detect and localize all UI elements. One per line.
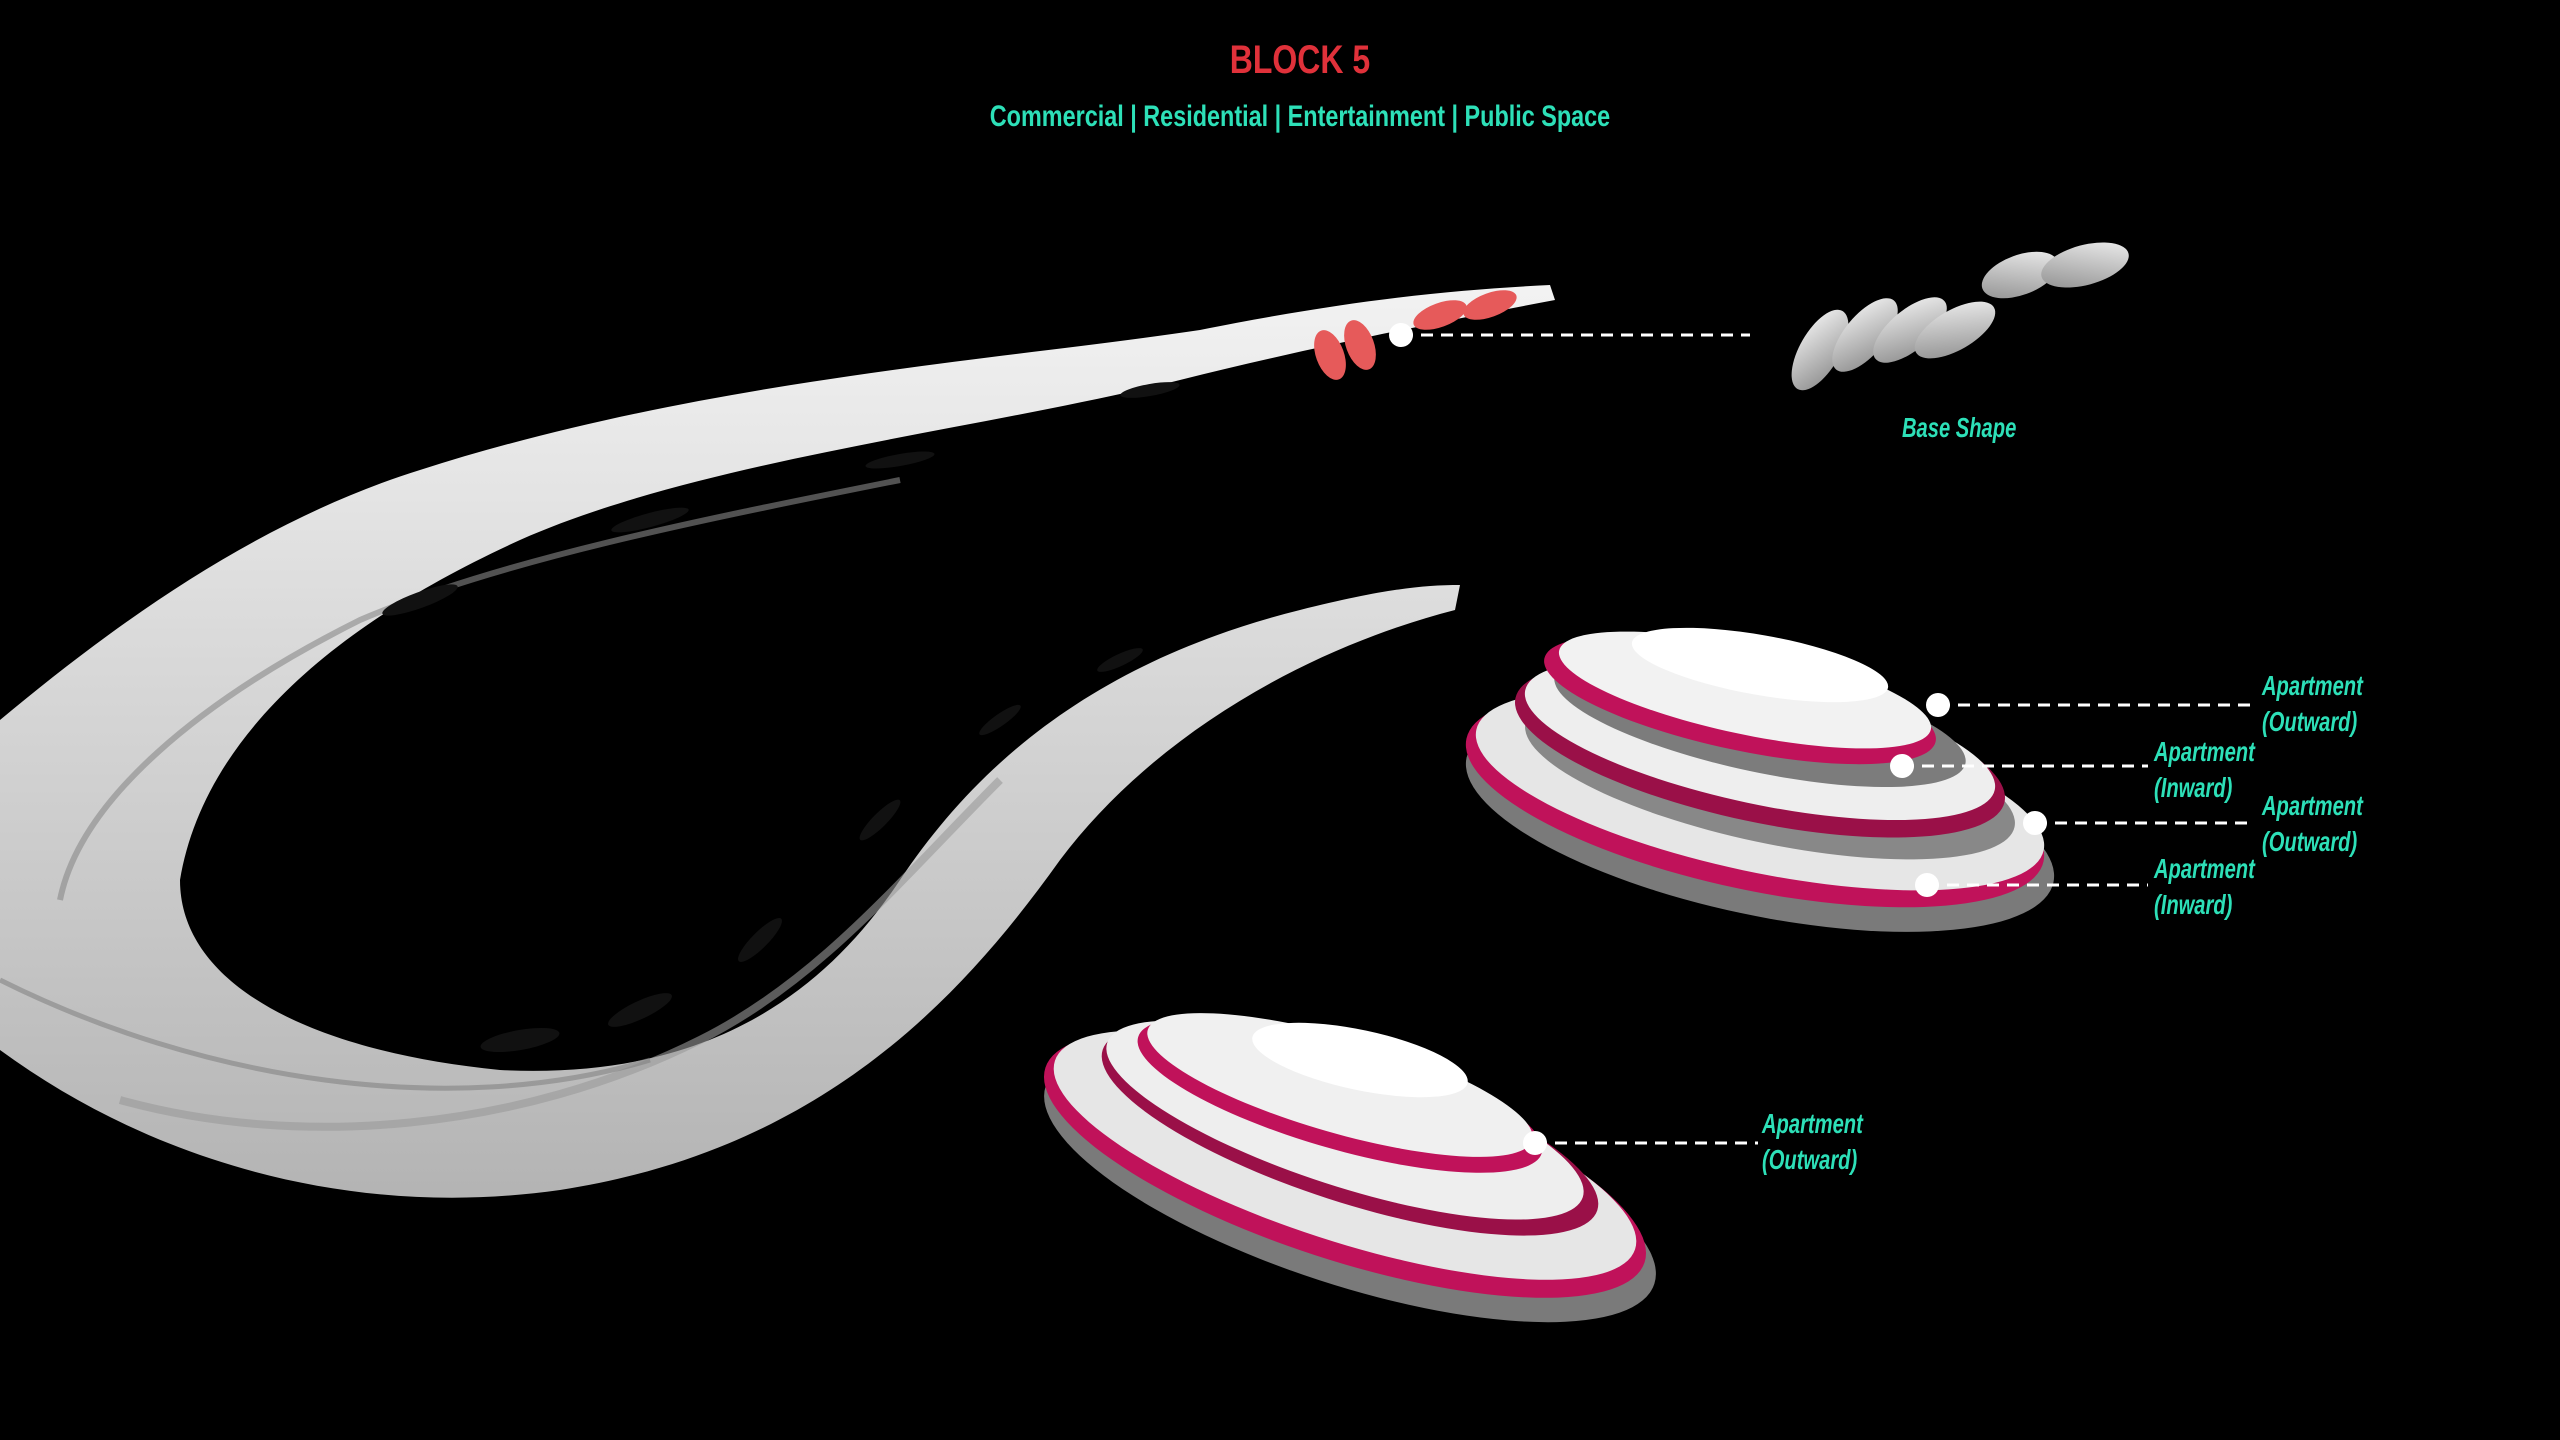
label-line1: Apartment bbox=[2154, 853, 2255, 884]
base-shape-pebbles bbox=[1791, 242, 2129, 391]
label-apartment-outward-lower: Apartment (Outward) bbox=[1762, 1106, 1863, 1178]
label-apartment-inward-1: Apartment (Inward) bbox=[2154, 734, 2255, 806]
apartment-building-upper bbox=[1465, 627, 2055, 932]
label-line2: (Outward) bbox=[2262, 826, 2358, 857]
label-base-shape: Base Shape bbox=[1902, 412, 2017, 443]
label-apartment-outward-1: Apartment (Outward) bbox=[2262, 668, 2363, 740]
apartment-building-lower bbox=[1043, 1013, 1656, 1323]
ribbon-massing bbox=[0, 285, 1555, 1198]
leader-lines bbox=[1401, 333, 2255, 1145]
label-line1: Apartment bbox=[2262, 670, 2363, 701]
label-line1: Apartment bbox=[2154, 736, 2255, 767]
page-subtitle: Commercial | Residential | Entertainment… bbox=[989, 100, 1611, 133]
label-line2: (Outward) bbox=[1762, 1144, 1858, 1175]
label-apartment-inward-2: Apartment (Inward) bbox=[2154, 851, 2255, 923]
label-line1: Apartment bbox=[1762, 1108, 1863, 1139]
highlighted-segment bbox=[1314, 290, 1517, 380]
label-line2: (Inward) bbox=[2154, 889, 2233, 920]
label-line2: (Outward) bbox=[2262, 706, 2358, 737]
label-apartment-outward-2: Apartment (Outward) bbox=[2262, 788, 2363, 860]
page-title: BLOCK 5 bbox=[1229, 38, 1371, 82]
label-line1: Apartment bbox=[2262, 790, 2363, 821]
annotation-dots bbox=[1389, 323, 2047, 1155]
label-line2: (Inward) bbox=[2154, 772, 2233, 803]
